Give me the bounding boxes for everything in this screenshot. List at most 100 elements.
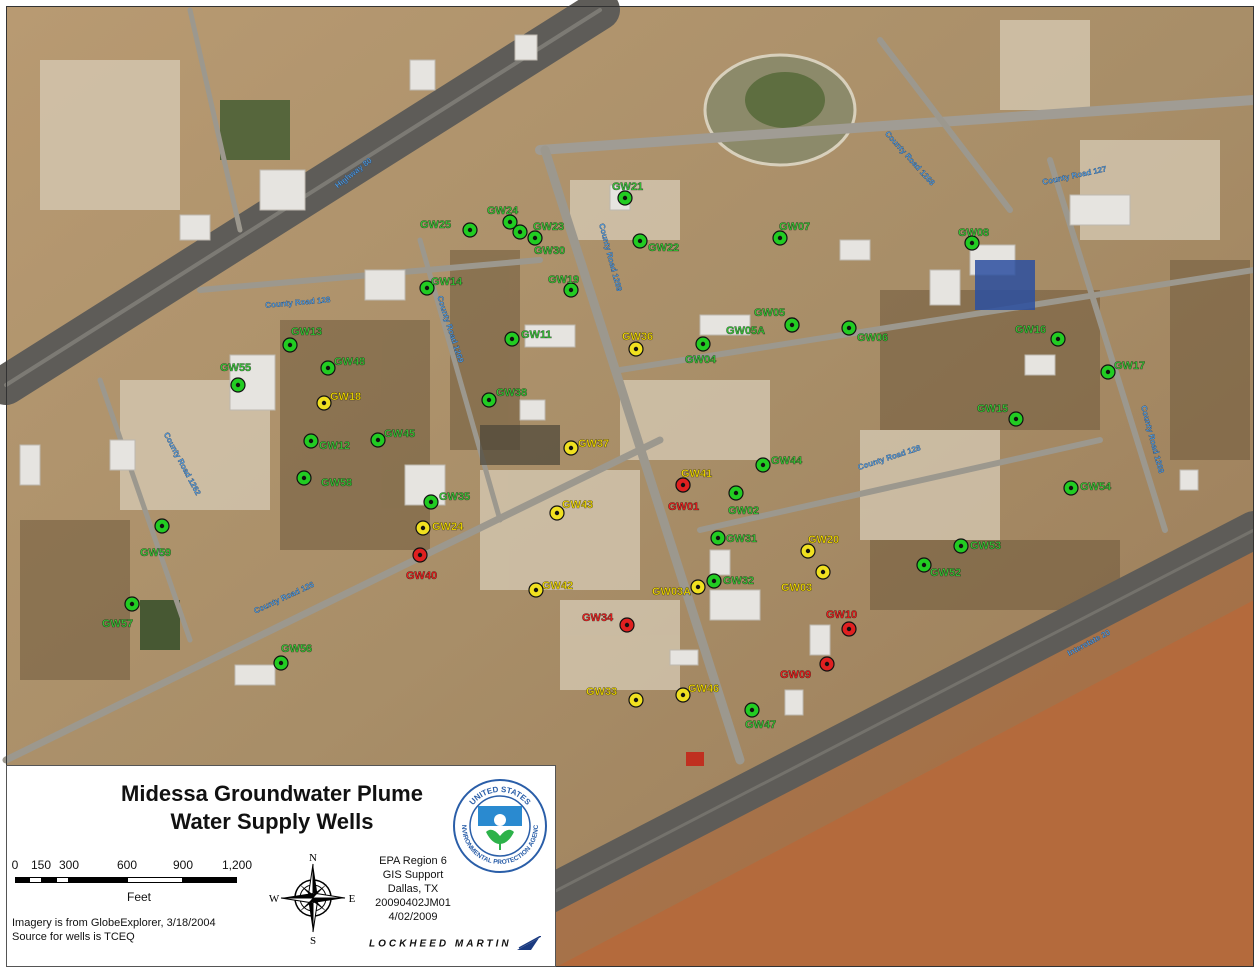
well-label: GW19 [548, 274, 579, 286]
well-marker-center [321, 400, 327, 406]
well-marker-center [1055, 336, 1061, 342]
well-label: GW24 [432, 521, 464, 533]
well-label: GW43 [562, 499, 593, 511]
well-marker-center [921, 562, 927, 568]
well-marker-center [568, 445, 574, 451]
well-label: GW36 [622, 331, 653, 343]
map-title-line2: Water Supply Wells [170, 809, 374, 834]
tree-cluster [220, 100, 290, 160]
epa-seal-logo-icon: UNITED STATES ENVIRONMENTAL PROTECTION A… [452, 778, 547, 873]
well-label: GW59 [140, 547, 171, 559]
well-marker-center [486, 397, 492, 403]
scale-unit: Feet [127, 890, 152, 904]
well-marker-center [533, 587, 539, 593]
well-label: GW05A [726, 325, 765, 337]
well-label: GW45 [384, 428, 415, 440]
well-label: GW53 [970, 540, 1001, 552]
well-label: GW14 [431, 276, 463, 288]
imagery-credit: Imagery is from GlobeExplorer, 3/18/2004 [12, 917, 216, 929]
well-marker-center [159, 523, 165, 529]
scale-label: 600 [116, 858, 138, 872]
well-marker-center [733, 490, 739, 496]
well-label: GW34 [582, 612, 614, 624]
well-marker-center [424, 285, 430, 291]
well-marker-center [824, 661, 830, 667]
tree-cluster [140, 600, 180, 650]
blue-equipment-yard [975, 260, 1035, 310]
well-marker-center [467, 227, 473, 233]
map-title: Midessa Groundwater Plume Water Supply W… [7, 780, 537, 836]
well-marker-center [637, 238, 643, 244]
well-marker-center [517, 229, 523, 235]
well-label: GW23 [533, 221, 564, 233]
well-label: GW55 [220, 362, 251, 374]
well-label: GW04 [685, 354, 717, 366]
well-label: GW56 [281, 643, 312, 655]
map-credits: Imagery is from GlobeExplorer, 3/18/2004… [12, 916, 216, 944]
well-label: GW52 [930, 567, 961, 579]
well-label: GW58 [321, 477, 352, 489]
well-marker-center [969, 240, 975, 246]
scale-label: 900 [172, 858, 194, 872]
well-label: GW05 [754, 307, 785, 319]
well-label: GW03A [652, 586, 691, 598]
well-marker-center [1068, 485, 1074, 491]
well-marker-center [749, 707, 755, 713]
well-label: GW01 [668, 501, 699, 513]
well-label: GW25 [420, 219, 451, 231]
well-label: GW42 [542, 580, 573, 592]
well-label: GW46 [688, 683, 719, 695]
compass-w: W [269, 893, 280, 905]
well-label: GW08 [958, 227, 989, 239]
well-marker-center [129, 601, 135, 607]
well-label: GW40 [406, 570, 437, 582]
well-marker-center [958, 543, 964, 549]
well-label: GW57 [102, 618, 133, 630]
well-label: GW03 [781, 582, 812, 594]
well-label: GW33 [586, 686, 617, 698]
well-marker-center [554, 510, 560, 516]
well-marker-center [375, 437, 381, 443]
scale-label: 300 [58, 858, 80, 872]
red-roof-building [686, 752, 704, 766]
well-label: GW44 [771, 455, 803, 467]
well-label: GW54 [1080, 481, 1112, 493]
epa-region: EPA Region 6 [379, 855, 447, 867]
well-label: GW11 [521, 329, 552, 341]
well-label: GW22 [648, 242, 679, 254]
compass-n: N [309, 852, 317, 864]
well-label: GW31 [726, 533, 757, 545]
well-label: GW17 [1114, 360, 1145, 372]
buildings [19, 34, 1199, 716]
well-marker-center [633, 346, 639, 352]
compass-e: E [349, 893, 356, 905]
epa-map-id: 20090402JM01 [375, 897, 451, 909]
well-marker-center [846, 325, 852, 331]
well-marker-center [715, 535, 721, 541]
scale-label: 150 [30, 858, 52, 872]
well-label: GW38 [496, 387, 527, 399]
well-marker-center [532, 235, 538, 241]
scale-label: 0 [11, 858, 19, 872]
scale-label: 1,200 [221, 858, 253, 872]
well-label: GW06 [857, 332, 888, 344]
well-marker-center [820, 569, 826, 575]
well-label: GW20 [808, 534, 839, 546]
well-label: GW32 [723, 575, 754, 587]
well-marker-center [507, 219, 513, 225]
well-label: GW12 [319, 440, 350, 452]
vegetation [20, 250, 1250, 680]
well-label: GW47 [745, 719, 776, 731]
well-label: GW21 [612, 181, 643, 193]
well-marker-center [760, 462, 766, 468]
well-marker-center [278, 660, 284, 666]
parking-lot [480, 425, 560, 465]
well-marker-center [235, 382, 241, 388]
well-marker-center [622, 195, 628, 201]
compass-s: S [310, 935, 316, 946]
well-marker-center [509, 336, 515, 342]
lockheed-martin-text: LOCKHEED MARTIN [369, 938, 512, 950]
star-swoosh-icon [517, 935, 542, 950]
well-marker-center [695, 584, 701, 590]
